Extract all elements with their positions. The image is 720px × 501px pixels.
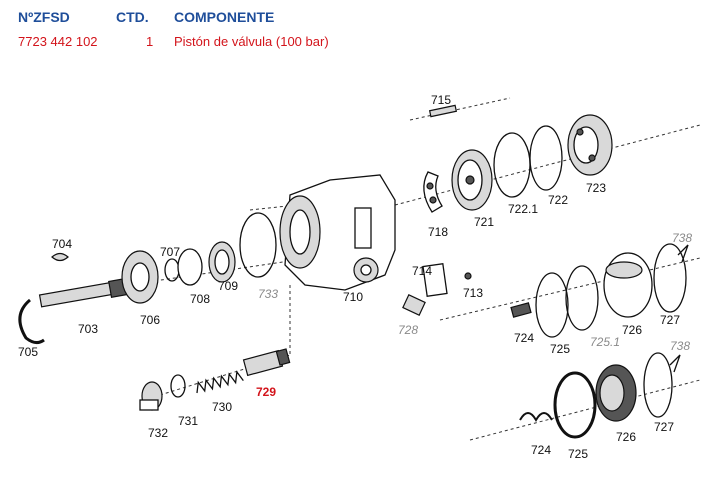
spring-724-lower: [519, 412, 553, 423]
label-724-lower: 724: [531, 443, 551, 457]
piston-726-lower: [595, 364, 637, 422]
ring-725: [535, 272, 569, 338]
label-725: 725: [550, 342, 570, 356]
label-727: 727: [660, 313, 680, 327]
ring-727: [653, 243, 687, 313]
clip-738: [677, 244, 689, 263]
piston-disc-721: [451, 149, 493, 211]
component-name: Pistón de válvula (100 bar): [174, 34, 329, 49]
bearing-706: [121, 250, 159, 304]
plate-714: [422, 263, 448, 297]
label-713: 713: [463, 286, 483, 300]
piston-729: [242, 348, 291, 377]
part-number: 7723 442 102: [18, 34, 98, 49]
header-component: COMPONENTE: [174, 9, 275, 25]
label-732: 732: [148, 426, 168, 440]
label-725-1: 725.1: [590, 335, 620, 349]
label-730: 730: [212, 400, 232, 414]
washer-707: [164, 258, 180, 282]
label-714: 714: [412, 264, 432, 278]
ring-722: [529, 125, 563, 191]
clip-738-lower: [669, 354, 681, 373]
label-705: 705: [18, 345, 38, 359]
pin-715: [428, 104, 458, 118]
label-708: 708: [190, 292, 210, 306]
label-731: 731: [178, 414, 198, 428]
spring-724: [510, 302, 532, 318]
label-733: 733: [258, 287, 278, 301]
label-738: 738: [672, 231, 692, 245]
label-722-1: 722.1: [508, 202, 538, 216]
ring-725-lower: [553, 371, 597, 439]
label-704: 704: [52, 237, 72, 251]
cover-723: [567, 114, 613, 176]
label-707: 707: [160, 245, 180, 259]
plug-732: [139, 381, 163, 411]
ring-725-1: [565, 265, 599, 331]
label-725-lower: 725: [568, 447, 588, 461]
label-710: 710: [343, 290, 363, 304]
label-726-lower: 726: [616, 430, 636, 444]
label-728: 728: [398, 323, 418, 337]
piston-726: [603, 252, 653, 318]
housing-710: [279, 174, 396, 291]
label-724: 724: [514, 331, 534, 345]
spring-730: [196, 370, 244, 394]
label-726: 726: [622, 323, 642, 337]
header-part-number: NºZFSD: [18, 9, 70, 25]
assembly-axes: [59, 97, 701, 441]
shaft-703: [38, 278, 128, 308]
quantity: 1: [146, 34, 154, 49]
label-718: 718: [428, 225, 448, 239]
ring-708: [177, 248, 203, 286]
label-706: 706: [140, 313, 160, 327]
ring-722-1: [493, 132, 531, 198]
cam-718: [423, 171, 443, 213]
seal-731: [170, 374, 186, 398]
label-721: 721: [474, 215, 494, 229]
fitting-728: [402, 294, 426, 316]
screw-713: [464, 272, 472, 280]
circlip-705: [18, 298, 45, 345]
key-704: [51, 252, 69, 262]
label-703: 703: [78, 322, 98, 336]
label-722: 722: [548, 193, 568, 207]
label-727-lower: 727: [654, 420, 674, 434]
label-738-lower: 738: [670, 339, 690, 353]
label-729: 729: [256, 385, 276, 399]
needle-bearing-709: [208, 241, 236, 283]
label-709: 709: [218, 279, 238, 293]
label-723: 723: [586, 181, 606, 195]
ring-733: [239, 212, 277, 278]
label-715: 715: [431, 93, 451, 107]
header-quantity: CTD.: [116, 9, 149, 25]
ring-727-lower: [643, 352, 673, 418]
